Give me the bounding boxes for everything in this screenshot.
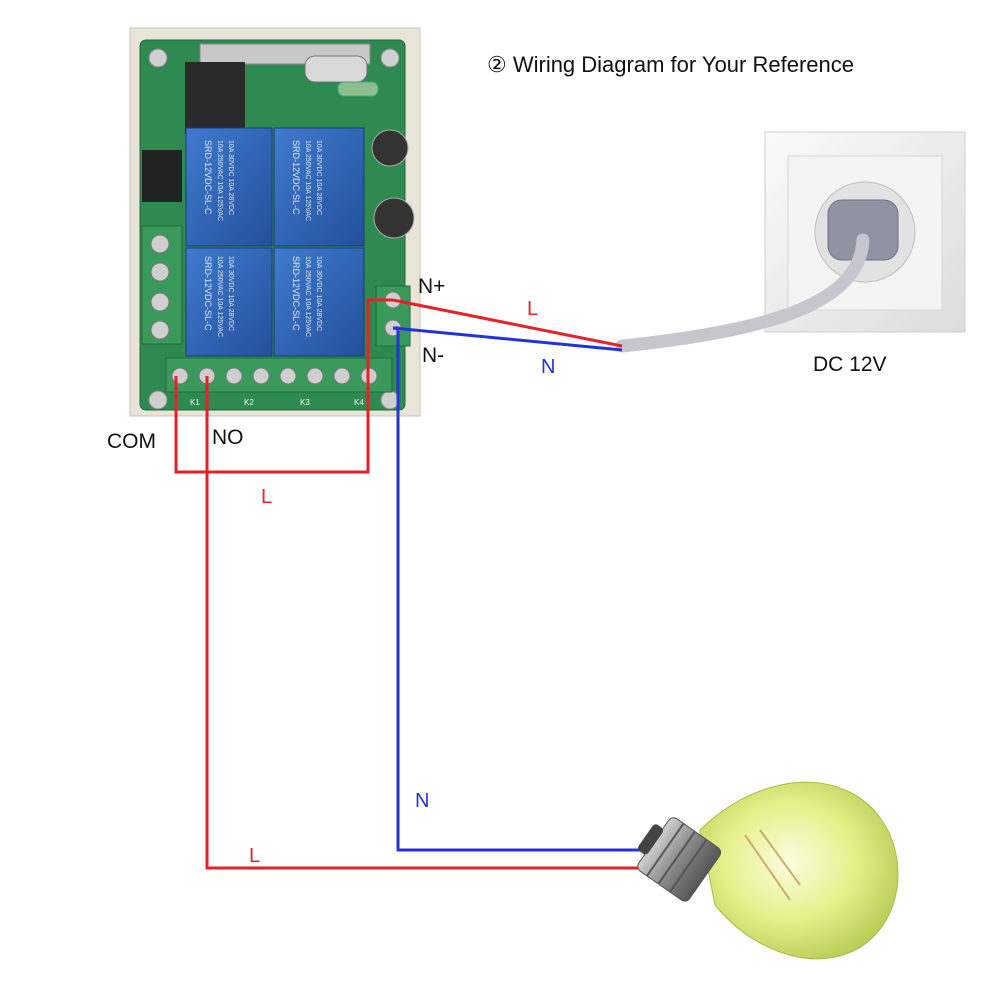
- wire-label-live-bulb: L: [249, 845, 260, 867]
- relay-3-rating-dc: 10A 30VDC 10A 28VDC: [227, 256, 234, 331]
- relay-4-model: SRD-12VDC-SL-C: [291, 256, 301, 331]
- relay-3-model: SRD-12VDC-SL-C: [203, 256, 213, 331]
- live-wire-to-bulb: [205, 376, 640, 870]
- mark-k1: K1: [190, 398, 200, 407]
- diagram-title: ② Wiring Diagram for Your Reference: [487, 52, 854, 77]
- bulb-glass: [699, 781, 899, 960]
- crystal: [304, 55, 368, 83]
- bulb-filament: [744, 829, 801, 901]
- relay-4: SRD-12VDC-SL-C 10A 250VAC 10A 125VAC 10A…: [273, 247, 365, 357]
- relay-2-rating-ac: 10A 250VAC 10A 125VAC: [304, 140, 311, 221]
- relay-module: SRD-12VDC-SL-C 10A 250VAC 10A 125VAC 10A…: [129, 27, 421, 417]
- relay-1-model: SRD-12VDC-SL-C: [203, 140, 213, 215]
- live-wire-to-com: [174, 298, 393, 474]
- ic-chip: [142, 150, 182, 202]
- label-com: COM: [107, 430, 156, 453]
- power-source-label: DC 12V: [813, 353, 887, 376]
- live-wires: [174, 298, 640, 870]
- output-terminal-block: [165, 357, 393, 393]
- light-bulb: [637, 781, 899, 960]
- relay-1-rating-ac: 10A 250VAC 10A 125VAC: [216, 140, 223, 221]
- wall-outlet: [615, 131, 966, 353]
- resistor: [337, 81, 379, 97]
- mount-hole: [148, 390, 168, 410]
- power-terminal-block: [375, 285, 411, 347]
- bulb-base: [637, 817, 722, 902]
- relay-4-rating-dc: 10A 30VDC 10A 28VDC: [315, 256, 322, 331]
- relay-2-model: SRD-12VDC-SL-C: [291, 140, 301, 215]
- relay-2: SRD-12VDC-SL-C 10A 250VAC 10A 125VAC 10A…: [273, 127, 365, 247]
- mount-hole: [380, 390, 400, 410]
- wire-label-neutral-bulb: N: [415, 790, 429, 812]
- relay-3-rating-ac: 10A 250VAC 10A 125VAC: [216, 256, 223, 337]
- mount-hole: [148, 48, 168, 68]
- rf-coil: [185, 62, 245, 134]
- wire-label-live-supply: L: [527, 298, 538, 320]
- power-cord: [615, 233, 870, 353]
- neutral-wire-supply: [392, 326, 623, 352]
- mark-k3: K3: [300, 398, 310, 407]
- relay-4-rating-ac: 10A 250VAC 10A 125VAC: [304, 256, 311, 337]
- wire-label-live-com: L: [261, 486, 272, 508]
- label-n-minus: N-: [422, 344, 444, 367]
- neutral-wires: [392, 326, 640, 852]
- capacitor: [371, 129, 409, 167]
- neutral-wire-to-bulb: [393, 326, 640, 852]
- relay-2-rating-dc: 10A 30VDC 10A 28VDC: [315, 140, 322, 215]
- relay-3: SRD-12VDC-SL-C 10A 250VAC 10A 125VAC 10A…: [185, 247, 273, 357]
- live-wire-supply: [392, 298, 623, 348]
- label-no: NO: [212, 426, 244, 449]
- mount-hole: [380, 48, 400, 68]
- capacitor: [373, 197, 415, 239]
- relay-1-rating-dc: 10A 30VDC 10A 28VDC: [227, 140, 234, 215]
- mark-k2: K2: [244, 398, 254, 407]
- terminal-com: [171, 367, 189, 385]
- mark-k4: K4: [354, 398, 364, 407]
- left-terminal-block: [141, 225, 183, 345]
- label-n-plus: N+: [418, 275, 445, 298]
- wire-label-neutral-supply: N: [541, 356, 555, 378]
- relay-1: SRD-12VDC-SL-C 10A 250VAC 10A 125VAC 10A…: [185, 127, 273, 247]
